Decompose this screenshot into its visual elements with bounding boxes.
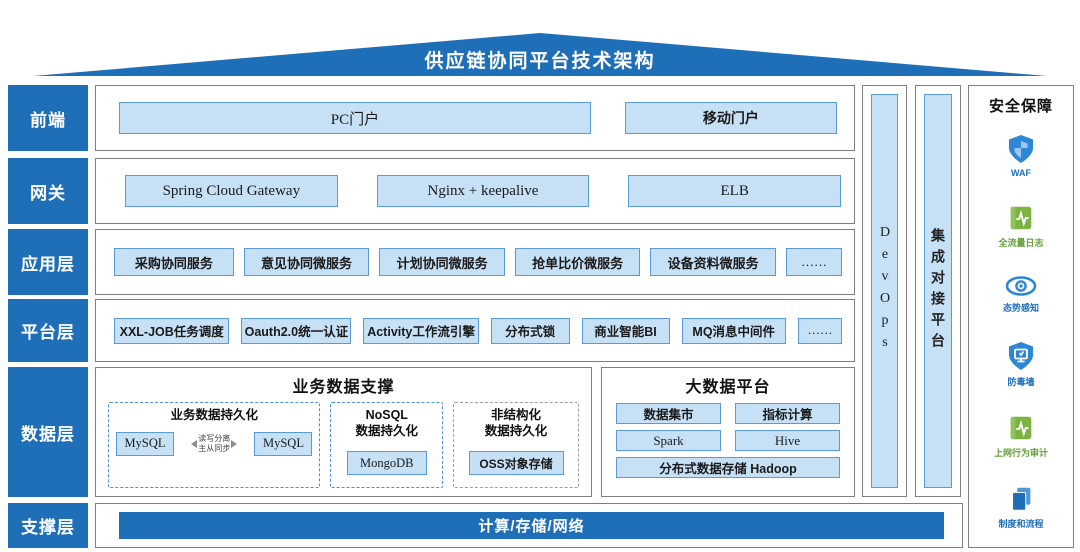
integration-column: 集成对接平台	[915, 85, 961, 497]
devops-bar: DevOps	[871, 94, 898, 488]
security-item-policy-process: 制度和流程	[998, 484, 1044, 530]
nginx-keepalive-box: Nginx + keepalive	[376, 175, 590, 207]
compute-storage-network-bar: 计算/存储/网络	[119, 512, 944, 539]
security-item-antivirus-wall: 防毒墙	[1005, 340, 1037, 388]
distributed-lock-box: 分布式锁	[490, 317, 570, 344]
application-row: 采购协同服务 意见协同微服务 计划协同微服务 抢单比价微服务 设备资料微服务 ……	[95, 229, 855, 295]
platform-ellipsis-box: ……	[797, 317, 843, 344]
business-persistence-group: 业务数据持久化 MySQL 读写分离 主从同步 MySQL	[108, 402, 321, 488]
mobile-portal-box: 移动门户	[624, 102, 837, 134]
business-persistence-title: 业务数据持久化	[170, 408, 258, 422]
security-item-label: 制度和流程	[998, 519, 1044, 530]
application-ellipsis-box: ……	[785, 248, 842, 276]
security-panel: 安全保障 WAF 全流量日志	[968, 85, 1074, 548]
plan-collab-microservice-box: 计划协同微服务	[379, 248, 505, 276]
layer-label-platform: 平台层	[8, 299, 88, 362]
security-item-label: WAF	[1011, 167, 1031, 178]
security-item-situation-awareness: 态势感知	[1003, 274, 1039, 314]
integration-bar: 集成对接平台	[924, 94, 952, 488]
devops-label: DevOps	[877, 225, 893, 357]
layer-label-support: 支撑层	[8, 503, 88, 548]
security-item-label: 上网行为审计	[993, 447, 1048, 458]
layer-label-gateway: 网关	[8, 158, 88, 224]
platform-row: XXL-JOB任务调度 Oauth2.0统一认证 Activity工作流引擎 分…	[95, 299, 855, 362]
mq-middleware-box: MQ消息中间件	[681, 317, 786, 344]
security-title: 安全保障	[988, 98, 1053, 115]
security-item-label: 防毒墙	[1007, 376, 1035, 387]
spring-cloud-gateway-box: Spring Cloud Gateway	[125, 175, 338, 207]
bigdata-title: 大数据平台	[685, 379, 771, 396]
indicator-calc-box: 指标计算	[735, 403, 840, 424]
mysql-replication-row: MySQL 读写分离 主从同步 MySQL	[109, 431, 319, 456]
oss-storage-box: OSS对象存储	[468, 451, 564, 476]
purchase-collab-service-box: 采购协同服务	[114, 248, 234, 276]
mongodb-box: MongoDB	[346, 451, 427, 476]
traffic-log-icon	[1010, 206, 1032, 230]
oauth-box: Oauth2.0统一认证	[241, 317, 352, 344]
nosql-title-line2: 数据持久化	[355, 423, 418, 438]
data-mart-box: 数据集市	[616, 403, 721, 424]
web-audit-icon	[1010, 416, 1032, 440]
bigdata-grid: 数据集市 指标计算 Spark Hive	[602, 397, 854, 451]
hadoop-storage-box: 分布式数据存储 Hadoop	[616, 457, 840, 478]
pc-portal-box: PC门户	[119, 102, 591, 134]
security-item-web-audit: 上网行为审计	[994, 413, 1048, 459]
nosql-persistence-group: NoSQL 数据持久化 MongoDB	[330, 402, 444, 488]
security-item-traffic-log: 全流量日志	[998, 203, 1044, 249]
business-data-panel: 业务数据支撑 业务数据持久化 MySQL 读写分离 主从同步 MySQL	[95, 367, 592, 497]
hive-box: Hive	[735, 430, 840, 451]
elb-box: ELB	[628, 175, 842, 207]
mysql-master-box: MySQL	[116, 431, 174, 456]
security-item-label: 态势感知	[1002, 303, 1039, 314]
business-data-title: 业务数据支撑	[292, 379, 395, 396]
security-item-waf: WAF	[1005, 133, 1037, 178]
unstructured-persistence-group: 非结构化 数据持久化 OSS对象存储	[453, 402, 579, 488]
integration-label: 集成对接平台	[930, 228, 946, 354]
bigdata-panel: 大数据平台 数据集市 指标计算 Spark Hive 分布式数据存储 Hadoo…	[601, 367, 855, 497]
gateway-row: Spring Cloud Gateway Nginx + keepalive E…	[95, 158, 855, 224]
opinion-collab-microservice-box: 意见协同微服务	[243, 248, 370, 276]
waf-shield-icon	[1009, 134, 1033, 163]
replication-labels: 读写分离 主从同步	[198, 434, 230, 453]
antivirus-wall-icon	[1009, 341, 1033, 370]
activity-workflow-box: Activity工作流引擎	[363, 317, 479, 344]
xxl-job-box: XXL-JOB任务调度	[114, 317, 230, 344]
page-title: 供应链协同平台技术架构	[424, 51, 656, 72]
layer-label-application: 应用层	[8, 229, 88, 295]
replication-arrow: 读写分离 主从同步	[178, 434, 250, 453]
support-row: 计算/存储/网络	[95, 503, 963, 548]
layer-label-data: 数据层	[8, 367, 88, 497]
frontend-row: PC门户 移动门户	[95, 85, 855, 151]
arrow-right-icon	[231, 439, 238, 448]
business-data-groups: 业务数据持久化 MySQL 读写分离 主从同步 MySQL NoSQL	[96, 397, 591, 489]
policy-docs-icon	[1012, 488, 1031, 512]
bi-box: 商业智能BI	[581, 317, 670, 344]
equipment-data-microservice-box: 设备资料微服务	[650, 248, 776, 276]
nosql-title-line1: NoSQL	[365, 408, 408, 422]
mysql-slave-box: MySQL	[254, 431, 313, 456]
arrow-left-icon	[191, 439, 198, 448]
replication-label-2: 主从同步	[198, 443, 231, 453]
situation-awareness-eye-icon	[1005, 276, 1037, 297]
replication-label-1: 读写分离	[198, 434, 231, 444]
unstructured-title-line2: 数据持久化	[484, 423, 548, 438]
layer-label-frontend: 前端	[8, 85, 88, 151]
devops-column: DevOps	[862, 85, 907, 497]
spark-box: Spark	[616, 430, 721, 451]
bid-compare-microservice-box: 抢单比价微服务	[514, 248, 641, 276]
security-items: WAF 全流量日志 态势感知	[969, 120, 1073, 543]
unstructured-title-line1: 非结构化	[491, 408, 542, 422]
security-item-label: 全流量日志	[998, 237, 1044, 248]
